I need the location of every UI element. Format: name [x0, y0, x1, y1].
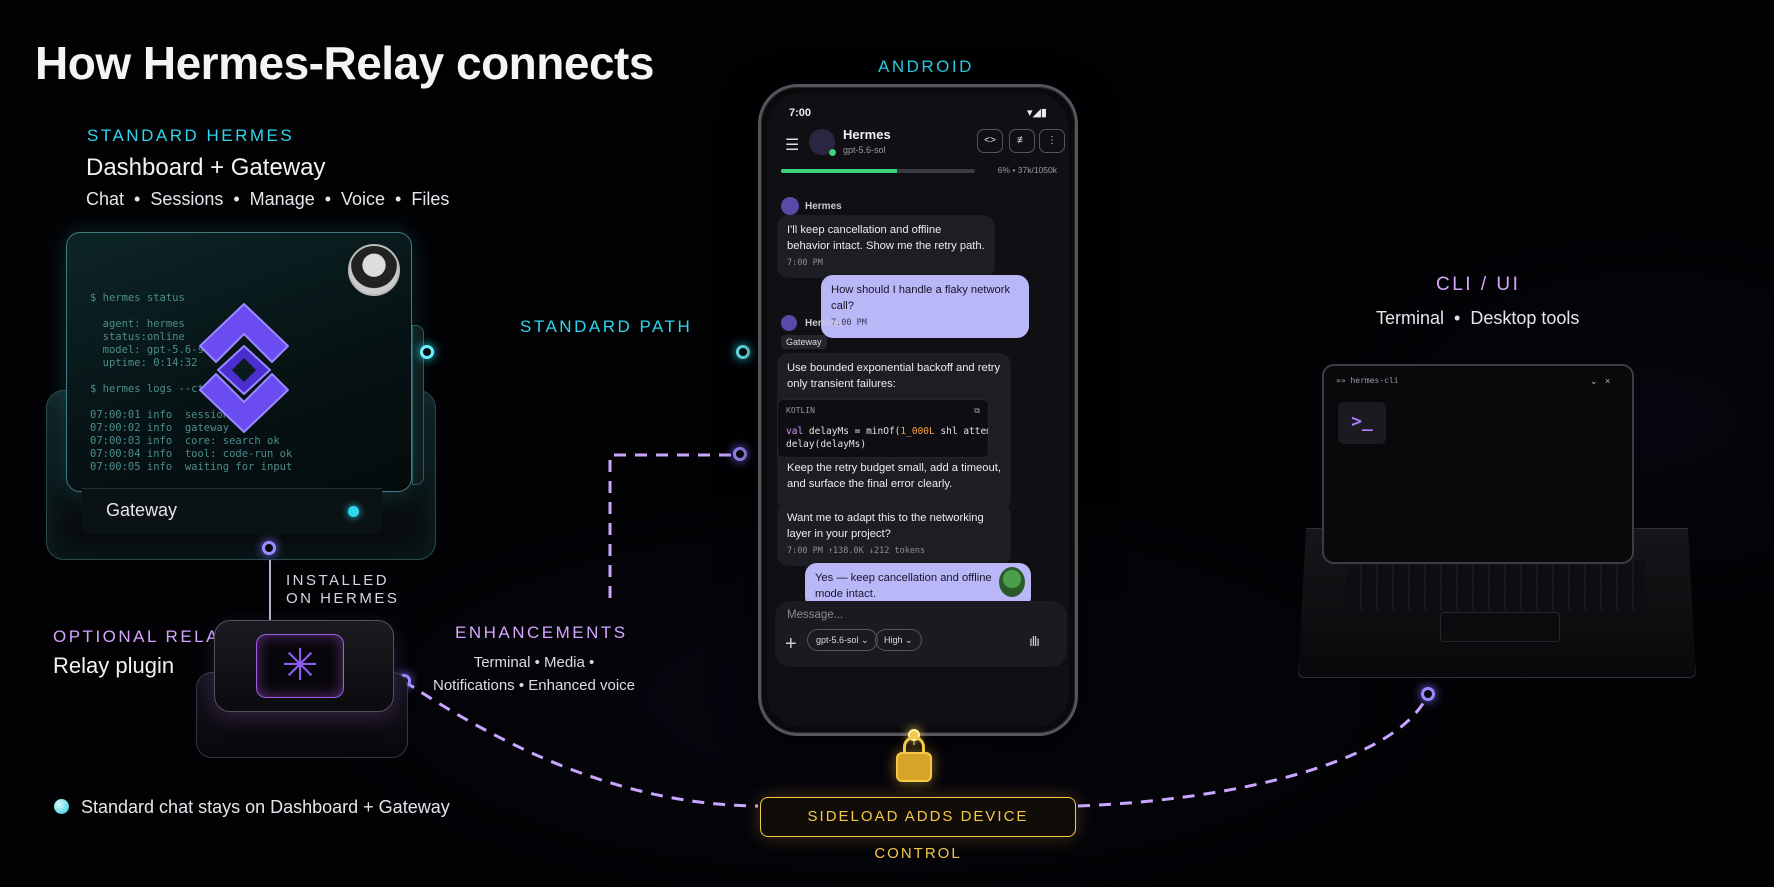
copy-icon[interactable]: ⧉	[974, 406, 980, 415]
sideload-path-left	[403, 679, 759, 808]
gateway-tag: Gateway	[781, 335, 827, 349]
context-usage: 6% • 37k/1050k	[997, 165, 1057, 175]
message-time: 7:00 PM	[787, 258, 823, 268]
message-time: 7:00 PM	[831, 318, 867, 328]
menu-icon[interactable]: ☰	[785, 137, 800, 154]
laptop-trackpad	[1440, 612, 1560, 642]
reasoning-level-selector[interactable]: High ⌄	[875, 629, 922, 651]
gateway-label-bar	[82, 488, 382, 534]
phone-status-icons: ▾◢▮	[1026, 107, 1047, 119]
android-port-node	[736, 345, 750, 359]
message-input[interactable]: Message...	[787, 609, 844, 621]
message-bubble-outgoing[interactable]: How should I handle a flaky network call…	[821, 275, 1029, 338]
optional-relay-kicker: OPTIONAL RELAY	[53, 627, 233, 646]
message-sender: Hermes	[805, 318, 842, 329]
laptop-screen	[1322, 364, 1634, 564]
code-block: KOTLIN⧉ val delayMs = minOf(1_000L shl a…	[777, 399, 989, 458]
model-selector[interactable]: gpt-5.6-sol ⌄	[807, 629, 878, 651]
message-composer	[775, 601, 1067, 667]
relay-plugin-heading: Relay plugin	[53, 653, 175, 678]
gateway-bottom-node	[262, 541, 276, 555]
phone-screen: 7:00 ▾◢▮ ☰ Hermes gpt-5.6-sol <> ≢ ⋮ 6% …	[767, 93, 1069, 727]
terminal-prompt-icon[interactable]: >_	[1338, 402, 1386, 444]
chat-agent-name: Hermes	[843, 127, 891, 142]
gateway-terminal-output: $ hermes status agent: hermes status:onl…	[90, 292, 293, 473]
message-text-continued: Keep the retry budget small, add a timeo…	[787, 462, 1001, 490]
phone-clock: 7:00	[789, 107, 812, 119]
message-meta: 7:00 PM ↑138.0K ↓212 tokens	[787, 546, 926, 556]
relay-asterisk-icon: ✳	[281, 641, 319, 690]
lock-icon	[896, 752, 932, 782]
hermes-sender-icon	[781, 315, 797, 331]
code-view-icon[interactable]: <>	[977, 129, 1003, 153]
avatar[interactable]	[348, 244, 400, 296]
enhancements-line-2: Notifications • Enhanced voice	[432, 677, 636, 694]
window-controls[interactable]: ⌄ ×	[1590, 376, 1611, 386]
enhancements-kicker: ENHANCEMENTS	[455, 623, 628, 642]
enhancement-path	[608, 453, 740, 598]
message-bubble-incoming[interactable]: Want me to adapt this to the networking …	[777, 503, 1011, 566]
cli-ui-kicker: CLI / UI	[1436, 274, 1521, 295]
hermes-logo-icon	[199, 303, 289, 433]
voice-waveform-icon[interactable]: ıllı	[1029, 633, 1040, 649]
standard-hermes-kicker: STANDARD HERMES	[87, 126, 295, 145]
add-icon[interactable]: +	[785, 633, 797, 655]
hermes-sender-icon	[781, 197, 799, 215]
standard-path-label: STANDARD PATH	[520, 317, 693, 336]
standard-hermes-heading: Dashboard + Gateway	[86, 154, 326, 181]
context-progress-fill	[781, 169, 898, 173]
enhancement-node	[733, 447, 747, 461]
message-sender: Hermes	[805, 201, 842, 212]
user-avatar	[999, 567, 1025, 597]
legend-dot	[54, 799, 69, 814]
cli-window-title: »» hermes-cli	[1336, 376, 1399, 385]
chat-model-name: gpt-5.6-sol	[843, 145, 886, 155]
standard-hermes-features: Chat • Sessions • Manage • Voice • Files	[86, 189, 450, 209]
page-title: How Hermes-Relay connects	[35, 37, 654, 89]
legend-text: Standard chat stays on Dashboard + Gatew…	[81, 797, 450, 817]
sideload-badge: SIDELOAD ADDS DEVICE CONTROL	[760, 797, 1076, 862]
message-text: Want me to adapt this to the networking …	[787, 512, 984, 540]
android-phone: 7:00 ▾◢▮ ☰ Hermes gpt-5.6-sol <> ≢ ⋮ 6% …	[758, 84, 1078, 736]
message-text: How should I handle a flaky network call…	[831, 284, 1011, 312]
message-text: Use bounded exponential backoff and retr…	[787, 362, 1001, 390]
gateway-status-dot	[348, 506, 359, 517]
more-vert-icon[interactable]: ⋮	[1039, 129, 1065, 153]
relay-chip	[256, 634, 344, 698]
code-language: KOTLIN⧉	[786, 406, 980, 415]
android-kicker: ANDROID	[878, 57, 974, 76]
laptop-port-node	[1421, 687, 1435, 701]
online-indicator	[829, 149, 836, 156]
message-bubble-incoming[interactable]: I'll keep cancellation and offline behav…	[777, 215, 995, 278]
sideload-path-right	[1077, 693, 1430, 808]
context-progress-bar	[781, 169, 975, 173]
enhancements-line-1: Terminal • Media •	[473, 654, 595, 671]
message-text: I'll keep cancellation and offline behav…	[787, 224, 985, 252]
gateway-device-side	[412, 325, 424, 485]
gateway-port-node	[420, 345, 434, 359]
code-body: val delayMs = minOf(1_000L shl attempt, …	[786, 426, 988, 450]
message-text: Yes — keep cancellation and offline mode…	[815, 572, 992, 600]
cli-ui-subtitle: Terminal • Desktop tools	[1376, 308, 1580, 328]
lock-shackle	[903, 736, 925, 758]
gateway-label: Gateway	[106, 500, 178, 520]
laptop-keyboard	[1346, 560, 1646, 610]
tune-icon[interactable]: ≢	[1009, 129, 1035, 153]
